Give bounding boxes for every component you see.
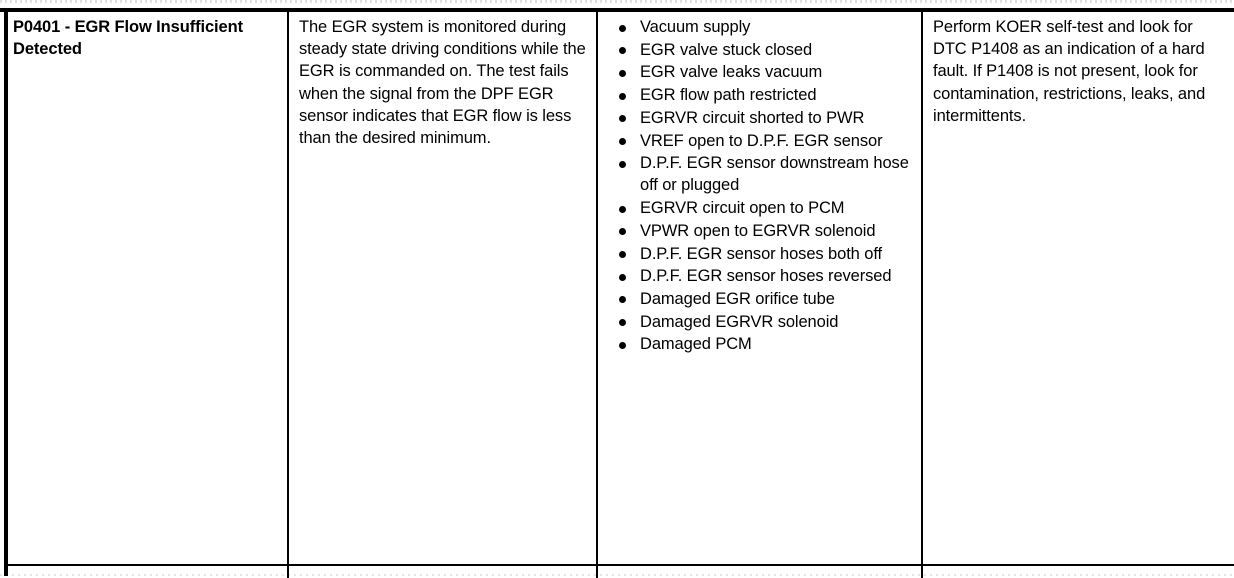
list-item-label: EGRVR circuit open to PCM [640, 199, 845, 218]
list-item-label: VREF open to D.P.F. EGR sensor [640, 131, 883, 150]
list-item: Vacuum supply [598, 16, 915, 38]
list-item-label: EGR valve stuck closed [640, 40, 813, 59]
bullet-icon [619, 228, 626, 236]
cell-dtc-code-partial [4, 565, 289, 578]
bullet-icon [619, 47, 626, 55]
description-text: The EGR system is monitored during stead… [299, 18, 586, 148]
list-item-label: D.P.F. EGR sensor downstream hose off or… [640, 154, 909, 195]
list-item: VPWR open to EGRVR solenoid [598, 220, 915, 242]
list-item: EGRVR circuit open to PCM [598, 197, 915, 219]
list-item: Damaged EGR orifice tube [598, 288, 915, 310]
table-row: P0401 - EGR Flow Insufficient Detected T… [4, 8, 1234, 566]
list-item: D.P.F. EGR sensor hoses reversed [598, 265, 915, 287]
list-item-label: Damaged EGRVR solenoid [640, 312, 839, 331]
list-item: Damaged EGRVR solenoid [598, 311, 915, 333]
list-item: Damaged PCM [598, 333, 915, 355]
bullet-icon [619, 92, 626, 100]
cell-possible-causes-partial [597, 565, 923, 578]
cell-diagnostic-aids-partial [922, 565, 1234, 578]
diagnostic-aids-text-partial [923, 566, 1234, 578]
list-item: EGR valve stuck closed [598, 39, 915, 61]
dtc-code-text: P0401 - EGR Flow Insufficient Detected [13, 18, 243, 59]
possible-causes-text-partial [598, 566, 921, 578]
diagnostic-aids-text: Perform KOER self-test and look for DTC … [933, 18, 1206, 125]
list-item: VREF open to D.P.F. EGR sensor [598, 130, 915, 152]
bullet-icon [619, 341, 626, 349]
list-item: EGRVR circuit shorted to PWR [598, 107, 915, 129]
bullet-icon [619, 69, 626, 77]
bullet-icon [619, 251, 626, 259]
bullet-icon [619, 205, 626, 213]
list-item: D.P.F. EGR sensor downstream hose off or… [598, 152, 915, 196]
scan-edge-top [0, 0, 1234, 3]
cell-diagnostic-aids: Perform KOER self-test and look for DTC … [922, 8, 1234, 566]
list-item-label: D.P.F. EGR sensor hoses both off [640, 244, 882, 263]
bullet-icon [619, 296, 626, 304]
list-item-label: Damaged PCM [640, 335, 752, 354]
list-item-label: EGR valve leaks vacuum [640, 63, 823, 82]
possible-causes-list: Vacuum supply EGR valve stuck closed EGR… [598, 8, 921, 360]
table-top-rule [0, 8, 1234, 12]
table-left-rule [4, 8, 8, 576]
bullet-icon [619, 273, 626, 281]
list-item-label: EGRVR circuit shorted to PWR [640, 108, 865, 127]
list-item-label: Damaged EGR orifice tube [640, 289, 835, 308]
dtc-table: P0401 - EGR Flow Insufficient Detected T… [4, 8, 1234, 578]
cell-description-partial [288, 565, 598, 578]
bullet-icon [619, 115, 626, 123]
bullet-icon [619, 24, 626, 32]
list-item: EGR valve leaks vacuum [598, 61, 915, 83]
scan-edge-bottom [0, 574, 1234, 576]
description-text-partial [289, 566, 596, 578]
bullet-icon [619, 138, 626, 146]
bullet-icon [619, 160, 626, 168]
list-item-label: Vacuum supply [640, 18, 751, 36]
table-row-partial [4, 565, 1234, 578]
list-item: EGR flow path restricted [598, 84, 915, 106]
dtc-code-text-partial [4, 566, 287, 578]
list-item-label: VPWR open to EGRVR solenoid [640, 221, 876, 240]
list-item: D.P.F. EGR sensor hoses both off [598, 243, 915, 265]
cell-possible-causes: Vacuum supply EGR valve stuck closed EGR… [597, 8, 923, 566]
list-item-label: EGR flow path restricted [640, 86, 817, 105]
bullet-icon [619, 319, 626, 327]
cell-description: The EGR system is monitored during stead… [288, 8, 598, 566]
cell-dtc-code: P0401 - EGR Flow Insufficient Detected [4, 8, 289, 566]
list-item-label: D.P.F. EGR sensor hoses reversed [640, 267, 892, 286]
